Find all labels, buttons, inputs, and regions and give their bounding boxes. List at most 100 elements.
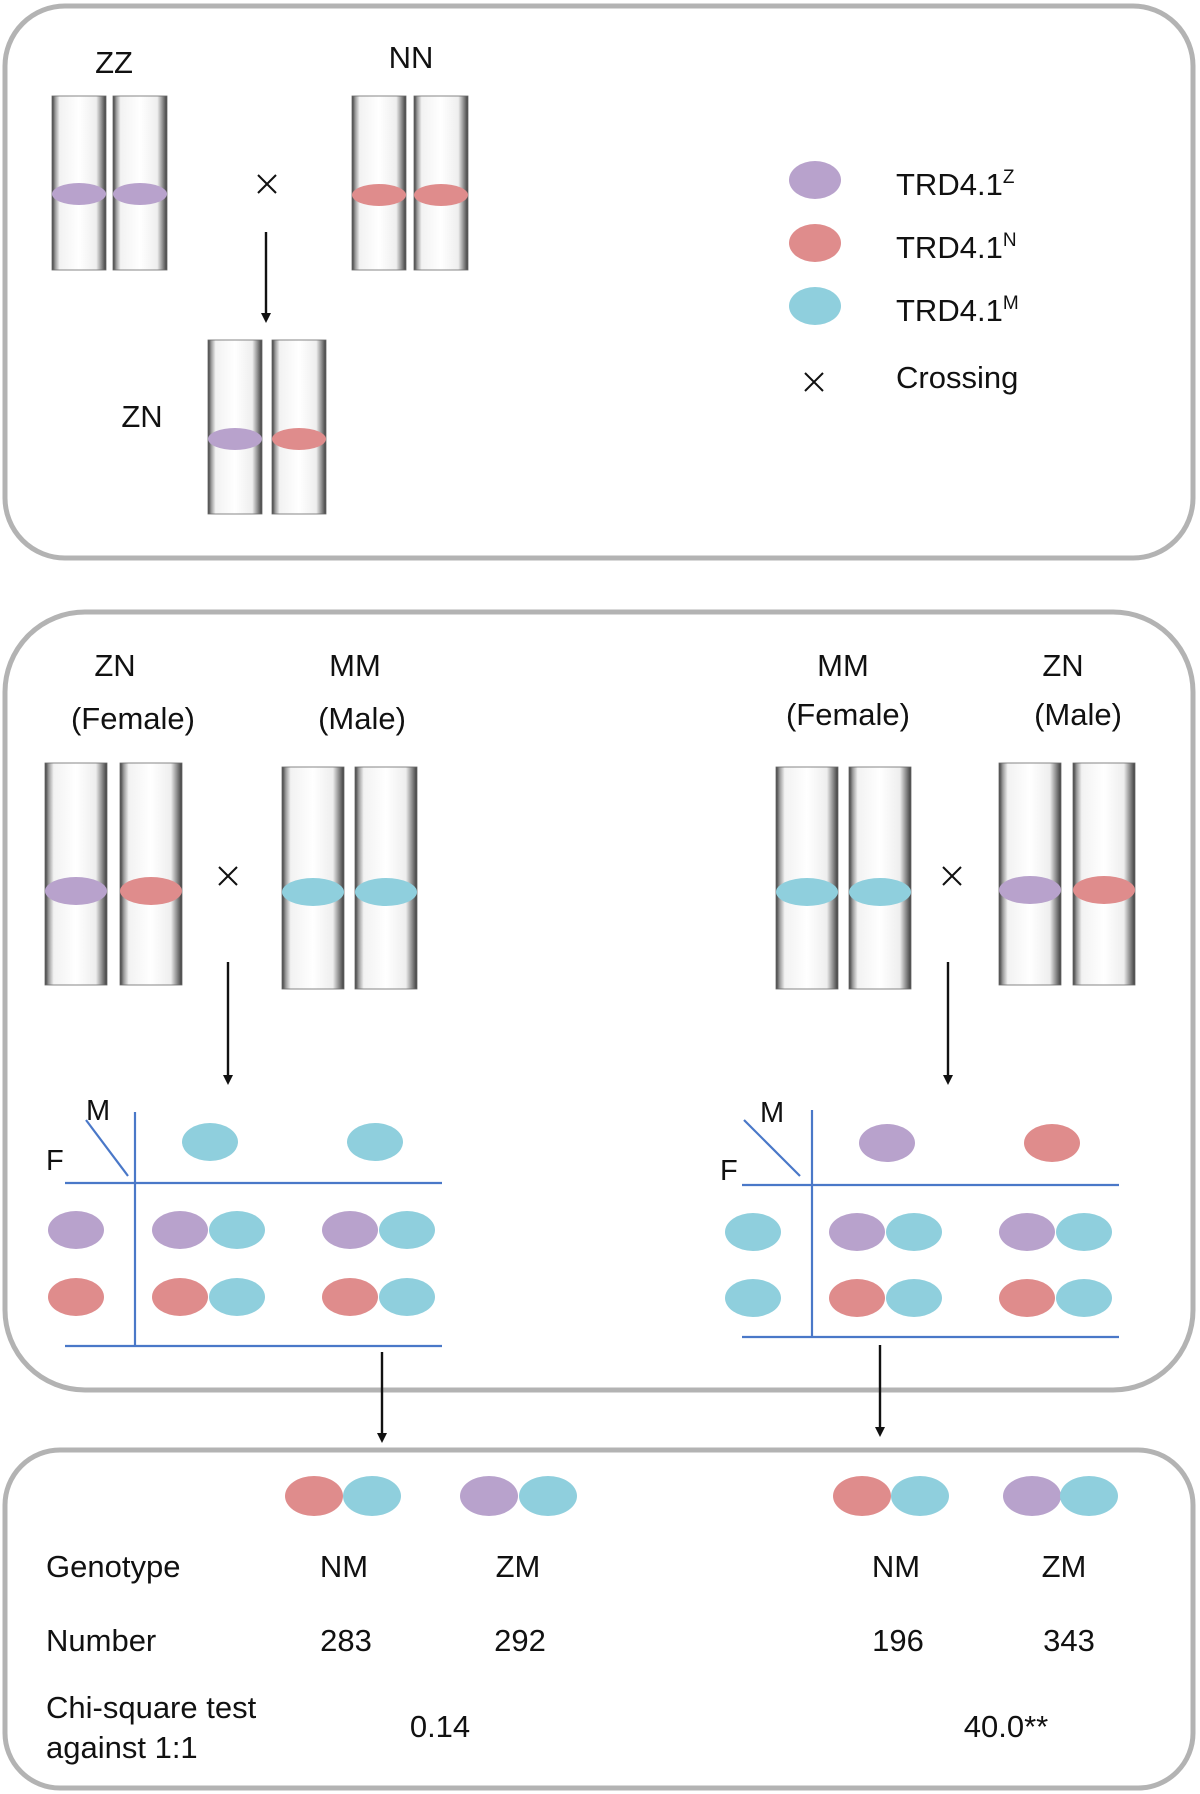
right-genotype-1: NM — [872, 1549, 920, 1584]
chi-row-label-line1: Chi-square test — [46, 1690, 257, 1725]
chromosome — [119, 762, 183, 986]
result-m-marker — [1060, 1476, 1118, 1516]
offspring-z-marker — [322, 1211, 378, 1249]
chromosome — [1072, 762, 1136, 986]
left-female-genotype: ZN — [94, 648, 135, 683]
legend-z-marker — [789, 161, 841, 199]
chromosome — [271, 339, 327, 515]
cross-icon — [257, 174, 277, 194]
legend-label-n: TRD4.1N — [896, 230, 1017, 265]
cross-icon — [942, 866, 962, 886]
result-n-marker — [285, 1476, 343, 1516]
allele-n-marker — [272, 428, 326, 450]
gamete-z-marker — [859, 1124, 915, 1162]
chromosome — [207, 339, 263, 515]
chromosome — [351, 95, 407, 271]
allele-z-marker — [113, 183, 167, 205]
legend-label-m: TRD4.1M — [896, 293, 1019, 328]
result-z-marker — [1003, 1476, 1061, 1516]
offspring-z-marker — [999, 1213, 1055, 1251]
offspring-zn-label: ZN — [121, 399, 162, 434]
left-grid-f-label: F — [46, 1145, 64, 1177]
left-female-sex: (Female) — [71, 701, 195, 736]
allele-z-marker — [45, 877, 107, 905]
gamete-m-marker — [725, 1279, 781, 1317]
allele-z-marker — [999, 876, 1061, 904]
genotype-row-label: Genotype — [46, 1549, 180, 1584]
offspring-z-marker — [829, 1213, 885, 1251]
allele-z-marker — [208, 428, 262, 450]
chromosome — [354, 766, 418, 990]
legend-label-z: TRD4.1Z — [896, 167, 1015, 202]
left-grid-m-label: M — [86, 1095, 110, 1127]
right-chi-value: 40.0** — [964, 1709, 1048, 1744]
chromosome — [413, 95, 469, 271]
gamete-n-marker — [1024, 1124, 1080, 1162]
chromosome — [44, 762, 108, 986]
chromosome — [998, 762, 1062, 986]
offspring-m-marker — [1056, 1279, 1112, 1317]
legend-label-crossing: Crossing — [896, 360, 1018, 395]
gamete-m-marker — [347, 1123, 403, 1161]
offspring-m-marker — [379, 1278, 435, 1316]
left-number-2: 292 — [494, 1623, 546, 1658]
allele-z-marker — [52, 183, 106, 205]
allele-n-marker — [352, 184, 406, 206]
right-number-2: 343 — [1043, 1623, 1095, 1658]
allele-m-marker — [355, 878, 417, 906]
result-z-marker — [460, 1476, 518, 1516]
result-m-marker — [891, 1476, 949, 1516]
right-female-genotype: MM — [817, 648, 869, 683]
allele-n-marker — [120, 877, 182, 905]
result-n-marker — [833, 1476, 891, 1516]
panel-parental-cross — [2, 3, 1196, 561]
crossing-symbols — [218, 174, 962, 886]
allele-n-marker — [1073, 876, 1135, 904]
offspring-n-marker — [829, 1279, 885, 1317]
gamete-z-marker — [48, 1211, 104, 1249]
right-male-genotype: ZN — [1042, 648, 1083, 683]
offspring-m-marker — [209, 1211, 265, 1249]
offspring-m-marker — [1056, 1213, 1112, 1251]
right-punnett-grid — [742, 1110, 1119, 1339]
gamete-m-marker — [182, 1123, 238, 1161]
right-male-sex: (Male) — [1034, 697, 1122, 732]
offspring-m-marker — [209, 1278, 265, 1316]
left-number-1: 283 — [320, 1623, 372, 1658]
alleles — [45, 161, 1135, 1516]
offspring-n-marker — [322, 1278, 378, 1316]
left-chi-value: 0.14 — [410, 1709, 470, 1744]
cross-icon — [218, 866, 238, 886]
legend: TRD4.1Z TRD4.1N TRD4.1M Crossing — [896, 167, 1019, 395]
left-punnett-grid — [65, 1112, 442, 1348]
allele-m-marker — [776, 878, 838, 906]
offspring-m-marker — [886, 1213, 942, 1251]
gamete-m-marker — [725, 1213, 781, 1251]
offspring-z-marker — [152, 1211, 208, 1249]
legend-m-marker — [789, 287, 841, 325]
result-m-marker — [519, 1476, 577, 1516]
allele-m-marker — [849, 878, 911, 906]
arrows — [223, 232, 953, 1443]
offspring-m-marker — [886, 1279, 942, 1317]
left-male-genotype: MM — [329, 648, 381, 683]
right-number-1: 196 — [872, 1623, 924, 1658]
offspring-n-marker — [999, 1279, 1055, 1317]
offspring-m-marker — [379, 1211, 435, 1249]
right-female-sex: (Female) — [786, 697, 910, 732]
allele-m-marker — [282, 878, 344, 906]
gamete-n-marker — [48, 1278, 104, 1316]
results-table: Genotype Number Chi-square test against … — [46, 1549, 1095, 1765]
allele-n-marker — [414, 184, 468, 206]
chromosomes — [44, 95, 1136, 990]
right-genotype-2: ZM — [1042, 1549, 1087, 1584]
right-grid-f-label: F — [720, 1155, 738, 1187]
panel-results — [2, 1447, 1196, 1791]
right-grid-m-label: M — [760, 1097, 784, 1129]
legend-cross-icon — [804, 372, 824, 392]
left-genotype-1: NM — [320, 1549, 368, 1584]
chi-row-label-line2: against 1:1 — [46, 1730, 198, 1765]
parent-zz-label: ZZ — [95, 45, 133, 80]
number-row-label: Number — [46, 1623, 156, 1658]
